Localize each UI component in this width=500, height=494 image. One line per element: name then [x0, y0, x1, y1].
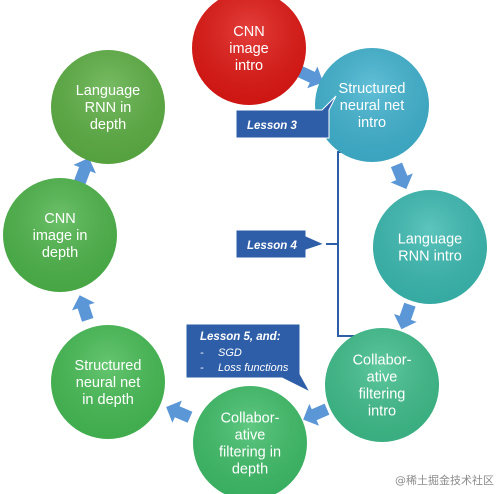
flow-arrows: [71, 66, 417, 426]
flow-arrow-4: [303, 403, 330, 426]
flow-arrow-2: [390, 162, 413, 189]
node-shading-collab-intro: [325, 328, 439, 442]
node-shading-language-depth: [51, 50, 165, 164]
node-label-language-depth-1: Language: [76, 83, 141, 99]
node-shading-collab-depth: [193, 386, 307, 494]
node-label-structured-depth-1: Structured: [75, 358, 142, 374]
node-label-structured-intro-1: Structured: [339, 81, 406, 97]
node-label-cnn-intro-3: intro: [235, 58, 263, 74]
lesson-4-label: Lesson 4: [247, 240, 297, 252]
node-label-structured-depth-2: neural net: [76, 375, 141, 391]
flow-arrow-3: [394, 302, 417, 330]
node-label-language-intro-2: RNN intro: [398, 249, 462, 265]
lesson-4-callout: Lesson 4: [235, 229, 326, 259]
node-shading-structured-intro: [315, 48, 429, 162]
node-label-collab-depth-1: Collabor-: [221, 411, 280, 427]
node-label-language-depth-3: depth: [90, 117, 126, 133]
node-label-collab-depth-4: depth: [232, 462, 268, 478]
flow-arrow-5: [166, 400, 193, 423]
lesson-5-callout: Lesson 5, and: - SGD - Loss functions: [185, 323, 312, 394]
lesson-5-item-2: Loss functions: [218, 362, 289, 374]
flow-arrow-7: [73, 157, 96, 185]
node-label-structured-intro-3: intro: [358, 115, 386, 131]
node-label-collab-depth-2: ative: [235, 428, 266, 444]
lesson-4-bracket: [337, 151, 356, 337]
node-label-cnn-depth-3: depth: [42, 245, 78, 261]
node-label-collab-intro-3: filtering: [359, 387, 406, 403]
lesson-5-item-dash-1: -: [200, 347, 204, 359]
node-label-collab-depth-3: filtering in: [219, 445, 281, 461]
watermark: @稀土掘金技术社区: [395, 474, 494, 487]
lesson-3-label: Lesson 3: [247, 120, 297, 132]
node-label-collab-intro-4: intro: [368, 404, 396, 420]
node-shading-cnn-intro: [192, 0, 306, 105]
node-label-collab-intro-2: ative: [367, 370, 398, 386]
lesson-5-item-dash-2: -: [200, 362, 204, 374]
node-shading-language-intro: [373, 190, 487, 304]
node-label-cnn-intro-1: CNN: [233, 24, 264, 40]
svg-text:Lesson 5, and:: Lesson 5, and:: [200, 331, 281, 343]
node-label-structured-depth-3: in depth: [82, 392, 134, 408]
flow-arrow-6: [71, 295, 95, 322]
node-label-language-depth-2: RNN in: [85, 100, 132, 116]
node-label-cnn-intro-2: image: [229, 41, 269, 57]
lesson-5-suffix: , and:: [249, 331, 281, 343]
node-shading-cnn-depth: [3, 178, 117, 292]
node-label-cnn-depth-1: CNN: [44, 211, 75, 227]
node-label-language-intro-1: Language: [398, 232, 463, 248]
lesson-5-label: Lesson 5: [200, 331, 250, 343]
node-shading-structured-depth: [51, 325, 165, 439]
node-label-cnn-depth-2: image in: [33, 228, 88, 244]
flow-arrow-1: [297, 66, 324, 89]
node-label-structured-intro-2: neural net: [340, 98, 405, 114]
node-label-collab-intro-1: Collabor-: [353, 353, 412, 369]
lesson-3-callout: Lesson 3: [235, 95, 337, 139]
lesson-5-item-1: SGD: [218, 347, 242, 359]
